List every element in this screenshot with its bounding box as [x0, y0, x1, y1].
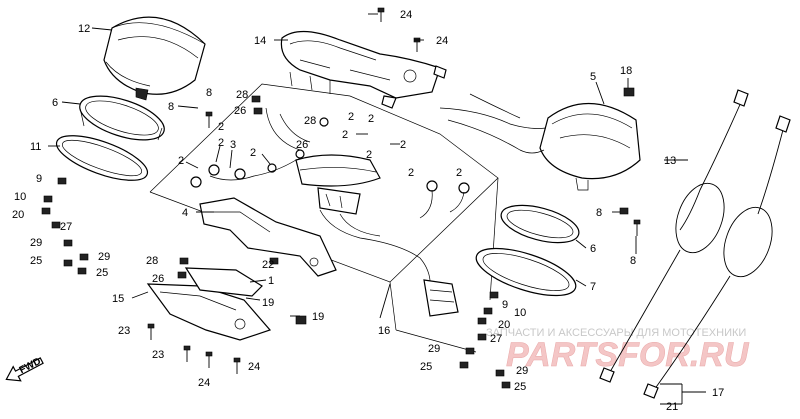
label-19-b: 19	[312, 311, 324, 323]
forward-label: FWD	[18, 356, 43, 376]
label-8-a: 8	[206, 87, 212, 99]
label-2-e: 2	[348, 111, 354, 123]
label-8-c: 8	[596, 207, 602, 219]
label-29-d: 29	[516, 365, 528, 377]
label-19-a: 19	[262, 297, 274, 309]
part-labels: 12 6 11 14 24 24 8 8 28 26 5 18 13 8 8 6…	[12, 9, 724, 413]
label-2-d: 2	[250, 147, 256, 159]
center-electronics	[265, 107, 459, 317]
label-2-h: 2	[400, 139, 406, 151]
label-2-g: 2	[342, 129, 348, 141]
label-2-k: 2	[456, 167, 462, 179]
watermark-brand: PARTSFOR.RU	[506, 336, 750, 374]
label-3: 3	[230, 139, 236, 151]
forward-arrow: FWD	[5, 356, 44, 382]
meter-top-cover	[280, 30, 441, 109]
label-13: 13	[664, 155, 676, 167]
left-meter-ring	[79, 95, 165, 141]
label-22: 22	[262, 259, 274, 271]
label-24-d: 24	[198, 377, 210, 389]
label-2-f: 2	[368, 113, 374, 125]
label-12: 12	[78, 23, 90, 35]
watermark: ЗАПЧАСТИ И АКСЕССУАРЫ ДЛЯ МОТОТЕХНИКИ PA…	[486, 327, 750, 374]
label-24-b: 24	[436, 35, 448, 47]
left-meter-lens	[55, 135, 149, 181]
label-6-right: 6	[590, 243, 596, 255]
label-25-b: 25	[96, 267, 108, 279]
label-10-a: 10	[14, 191, 26, 203]
label-26-b: 26	[296, 139, 308, 151]
label-7: 7	[590, 281, 596, 293]
label-2-j: 2	[408, 167, 414, 179]
label-15: 15	[112, 293, 124, 305]
label-23-b: 23	[152, 349, 164, 361]
label-9-b: 9	[502, 299, 508, 311]
label-17: 17	[712, 387, 724, 399]
label-9-a: 9	[36, 173, 42, 185]
bulb-sockets	[190, 117, 470, 219]
center-panel-frame	[149, 83, 499, 353]
label-2-a: 2	[218, 121, 224, 133]
label-25-c: 25	[420, 361, 432, 373]
label-20-b: 20	[498, 319, 510, 331]
label-28-b: 28	[304, 115, 316, 127]
label-24-a: 24	[400, 9, 412, 21]
left-meter-case	[103, 16, 206, 101]
label-6-left: 6	[52, 97, 58, 109]
label-2-c: 2	[178, 155, 184, 167]
label-24-c: 24	[248, 361, 260, 373]
right-meter-lens	[475, 247, 577, 297]
label-11: 11	[30, 141, 41, 153]
label-25-a: 25	[30, 255, 42, 267]
label-28-c: 28	[146, 255, 158, 267]
label-29-a: 29	[30, 237, 42, 249]
label-14: 14	[254, 35, 266, 47]
label-4: 4	[182, 207, 188, 219]
label-29-c: 29	[428, 343, 440, 355]
label-1: 1	[268, 275, 274, 287]
meter-cables	[599, 89, 791, 399]
label-10-b: 10	[514, 307, 526, 319]
label-18: 18	[620, 65, 632, 77]
label-2-i: 2	[366, 149, 372, 161]
label-8-d: 8	[630, 255, 636, 267]
label-26-c: 26	[152, 273, 164, 285]
fasteners	[41, 7, 641, 389]
label-29-b: 29	[98, 251, 110, 263]
leader-lines	[48, 13, 706, 405]
label-27-b: 27	[490, 333, 502, 345]
watermark-tagline: ЗАПЧАСТИ И АКСЕССУАРЫ ДЛЯ МОТОТЕХНИКИ	[486, 327, 746, 339]
label-8-b: 8	[168, 101, 174, 113]
label-21: 21	[666, 401, 678, 413]
label-26-a: 26	[234, 105, 246, 117]
label-27-a: 27	[60, 221, 72, 233]
label-25-d: 25	[514, 381, 526, 393]
label-20-a: 20	[12, 209, 24, 221]
right-meter-case	[433, 65, 641, 191]
label-2-b: 2	[218, 137, 224, 149]
right-meter-ring	[500, 204, 580, 244]
label-5: 5	[590, 71, 596, 83]
label-28-a: 28	[236, 89, 248, 101]
label-23-a: 23	[118, 325, 130, 337]
meter-bracket	[146, 197, 337, 341]
label-16: 16	[378, 325, 390, 337]
